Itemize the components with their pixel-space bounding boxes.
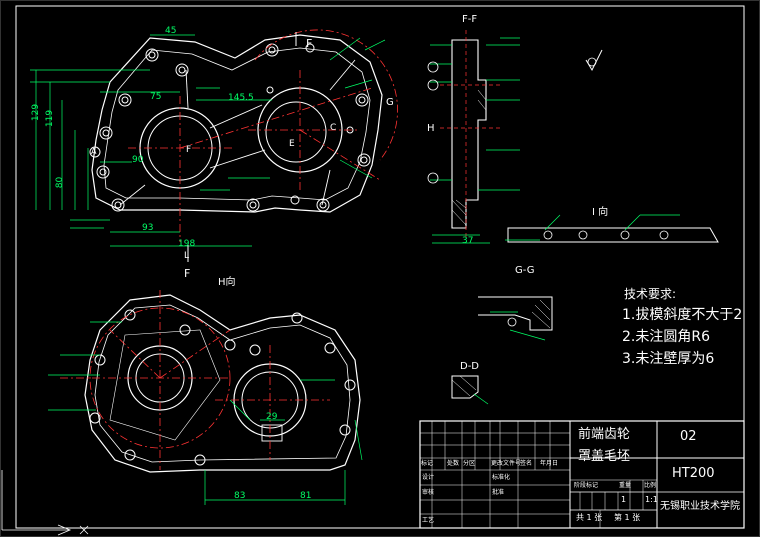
main-view [30, 29, 398, 262]
section-dd-view [451, 375, 489, 405]
stage-mark-label: 阶段标记 [574, 482, 599, 489]
marker-f-mid: F [186, 145, 192, 155]
section-gg-label: G-G [515, 265, 535, 276]
school-name: 无锡职业技术学院 [660, 501, 740, 512]
right-bore-inner [265, 101, 327, 163]
requirement-1: 1.拔模斜度不大于2 [622, 307, 743, 323]
marker-a: A [91, 147, 97, 156]
weight-label: 重量 [619, 482, 632, 489]
marker-c: C [330, 123, 337, 133]
section-gg-view [478, 296, 553, 341]
ucs-icon [1, 470, 89, 536]
view-i-label: I 向 [592, 207, 609, 218]
dim-83: 83 [234, 491, 246, 501]
section-ff-view [427, 30, 603, 244]
sheet-total: 共 1 张 [576, 513, 603, 522]
row-design-label: 设计 [422, 474, 435, 481]
view-h-label: H向 [218, 277, 236, 288]
main-view-inner-outline [103, 47, 371, 201]
scale-value: 1:1 [645, 495, 658, 504]
drawing-frame [15, 5, 745, 529]
marker-h: H [427, 123, 435, 134]
dim-198: 198 [178, 239, 196, 249]
dim-119: 119 [45, 109, 56, 128]
dim-29: 29 [266, 412, 278, 422]
row-check-label: 审核 [422, 489, 435, 496]
row-approve-label: 批准 [492, 489, 505, 496]
main-view-outline [91, 34, 383, 213]
section-dd-label: D-D [460, 361, 480, 372]
marker-f-bottom: F [184, 267, 191, 280]
header-col-sign: 签名 [520, 460, 533, 467]
row-standard-label: 标准化 [492, 474, 511, 481]
header-col-date: 年月日 [540, 460, 559, 467]
dim-129: 129 [31, 103, 42, 122]
dim-75: 75 [150, 92, 162, 102]
marker-e: E [289, 139, 295, 149]
dim-90: 90 [132, 155, 144, 165]
header-col-docno: 更改文件号 [491, 460, 522, 467]
view-h [48, 290, 363, 505]
ratio-label: 比例 [644, 482, 657, 489]
dim-37: 37 [462, 236, 474, 246]
sheet-number: 第 1 张 [614, 513, 641, 522]
header-col-count: 处数 [447, 460, 460, 467]
requirement-2: 2.未注圆角R6 [622, 329, 710, 345]
header-col-mark: 标记 [421, 460, 434, 467]
drawing-number: 02 [680, 429, 697, 444]
part-name-line2: 罩盖毛坯 [578, 449, 631, 464]
section-ff-label: F-F [462, 14, 478, 25]
dim-145: 145.5 [228, 93, 254, 103]
quantity-value: 1 [621, 495, 627, 504]
dim-45: 45 [165, 26, 177, 36]
row-process-label: 工艺 [422, 517, 435, 524]
dim-81: 81 [300, 491, 312, 501]
marker-f-top: F [306, 37, 313, 50]
requirement-3: 3.未注壁厚为6 [622, 351, 715, 367]
header-col-zone: 分区 [463, 460, 476, 467]
marker-l: L [184, 251, 190, 261]
marker-g: G [386, 97, 394, 108]
title-block [419, 420, 745, 529]
requirements-title: 技术要求: [624, 287, 677, 301]
material: HT200 [672, 466, 715, 481]
dim-80: 80 [55, 176, 66, 189]
part-name-line1: 前端齿轮 [578, 427, 631, 442]
dim-93: 93 [142, 223, 154, 233]
view-i [505, 214, 719, 243]
